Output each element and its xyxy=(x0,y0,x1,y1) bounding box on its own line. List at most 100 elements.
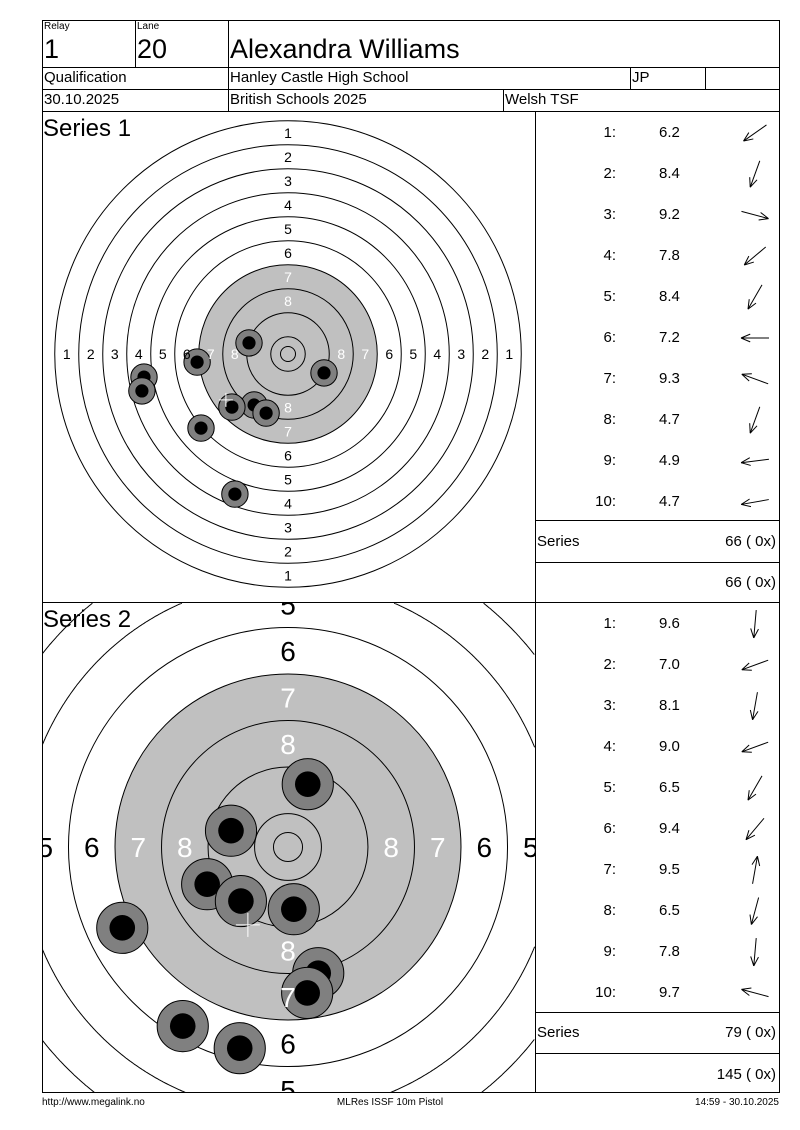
ring-label: 2 xyxy=(284,149,292,165)
shot-row: 9:4.9 xyxy=(535,440,780,481)
shot-number: 9: xyxy=(603,452,616,469)
shot-row: 9:7.8 xyxy=(535,931,780,972)
ring-6 xyxy=(174,240,402,468)
shot-number: 10: xyxy=(595,493,616,510)
ring-label: 6 xyxy=(284,245,292,261)
ring-label: 8 xyxy=(231,346,239,362)
scorecard-frame xyxy=(42,20,780,1093)
ring-7 xyxy=(114,673,462,1021)
series-2-total: 79 ( 0x) xyxy=(725,1024,776,1041)
ring-8 xyxy=(222,288,354,420)
shot-row: 5:6.5 xyxy=(535,767,780,808)
ring-4 xyxy=(126,192,450,516)
direction-arrow-icon xyxy=(740,498,769,508)
shot-number: 9: xyxy=(603,943,616,960)
shot-row: 3:8.1 xyxy=(535,685,780,726)
direction-arrow-icon xyxy=(741,987,769,998)
ring-label: 1 xyxy=(284,567,292,583)
shot-score: 9.2 xyxy=(659,206,680,223)
shot-score: 7.2 xyxy=(659,329,680,346)
ring-label: 5 xyxy=(523,832,535,863)
ring-label: 6 xyxy=(476,832,492,863)
ring-10 xyxy=(254,813,322,881)
shot-hole xyxy=(310,359,338,387)
divider xyxy=(42,89,780,90)
ring-label: 5 xyxy=(42,832,53,863)
stage: Qualification xyxy=(44,69,127,86)
aiming-black xyxy=(115,674,461,1020)
shot-score: 9.7 xyxy=(659,984,680,1001)
footer-program: MLRes ISSF 10m Pistol xyxy=(336,1097,444,1108)
direction-arrow-icon xyxy=(750,610,759,639)
direction-arrow-icon xyxy=(749,897,760,925)
shot-hole xyxy=(281,758,334,811)
shot-score: 9.5 xyxy=(659,861,680,878)
divider xyxy=(42,111,780,112)
ring-label: 2 xyxy=(481,346,489,362)
shot-number: 7: xyxy=(603,861,616,878)
shot-hole xyxy=(156,1000,209,1053)
shot-score: 4.7 xyxy=(659,411,680,428)
direction-arrow-icon xyxy=(750,938,759,967)
divider xyxy=(228,20,229,111)
ring-10 xyxy=(270,336,306,372)
ring-label: 8 xyxy=(284,293,292,309)
ring-label: 3 xyxy=(111,346,119,362)
shot-row: 8:6.5 xyxy=(535,890,780,931)
direction-arrow-icon xyxy=(745,817,765,841)
series-1-total: 66 ( 0x) xyxy=(725,533,776,550)
ring-label: 1 xyxy=(505,346,513,362)
ring-1 xyxy=(54,120,522,588)
direction-arrow-icon xyxy=(749,692,759,721)
shot-hole xyxy=(187,414,215,442)
ring-label: 4 xyxy=(433,346,441,362)
shot-hole xyxy=(281,966,334,1020)
group-center-cross xyxy=(218,392,233,407)
ring-label: 4 xyxy=(284,495,292,511)
divider xyxy=(535,1012,780,1013)
shot-hole xyxy=(96,901,149,954)
shot-hole xyxy=(252,399,280,427)
shot-score: 7.8 xyxy=(659,247,680,264)
footer-url[interactable]: http://www.megalink.no xyxy=(42,1097,145,1108)
shot-score: 8.4 xyxy=(659,165,680,182)
shot-row: 2:8.4 xyxy=(535,153,780,194)
series-1-running-total: 66 ( 0x) xyxy=(725,574,776,591)
shot-score: 6.5 xyxy=(659,902,680,919)
direction-arrow-icon xyxy=(741,373,769,385)
ring-6 xyxy=(67,626,509,1068)
lane-label: Lane xyxy=(137,21,160,32)
ring-label: 5 xyxy=(159,346,167,362)
shot-hole xyxy=(221,480,249,508)
shot-row: 6:7.2 xyxy=(535,317,780,358)
ring-label: 5 xyxy=(284,221,292,237)
ring-8 xyxy=(161,720,415,974)
shot-row: 10:4.7 xyxy=(535,481,780,522)
ring-label: 7 xyxy=(280,982,296,1013)
ring-label: 5 xyxy=(409,346,417,362)
ring-label: 6 xyxy=(284,447,292,463)
direction-arrow-icon xyxy=(747,775,763,801)
shot-number: 5: xyxy=(603,779,616,796)
shot-number: 1: xyxy=(603,124,616,141)
shot-score: 7.0 xyxy=(659,656,680,673)
divider xyxy=(535,1053,780,1054)
shot-score: 8.1 xyxy=(659,697,680,714)
divider xyxy=(705,67,706,89)
shot-number: 4: xyxy=(603,247,616,264)
shooter-name: Alexandra Williams xyxy=(230,34,460,64)
group-center-cross xyxy=(235,912,260,937)
shot-number: 2: xyxy=(603,656,616,673)
ring-label: 8 xyxy=(280,729,296,760)
relay-value: 1 xyxy=(44,34,60,64)
divider xyxy=(535,520,780,521)
club: Hanley Castle High School xyxy=(230,69,409,86)
shot-row: 4: 7.8 xyxy=(535,235,780,276)
shot-score: 8.4 xyxy=(659,288,680,305)
shot-score: 9.3 xyxy=(659,370,680,387)
shot-number: 8: xyxy=(603,411,616,428)
ring-label: 6 xyxy=(183,346,191,362)
shot-row: 7:9.3 xyxy=(535,358,780,399)
ring-5 xyxy=(42,603,535,1093)
